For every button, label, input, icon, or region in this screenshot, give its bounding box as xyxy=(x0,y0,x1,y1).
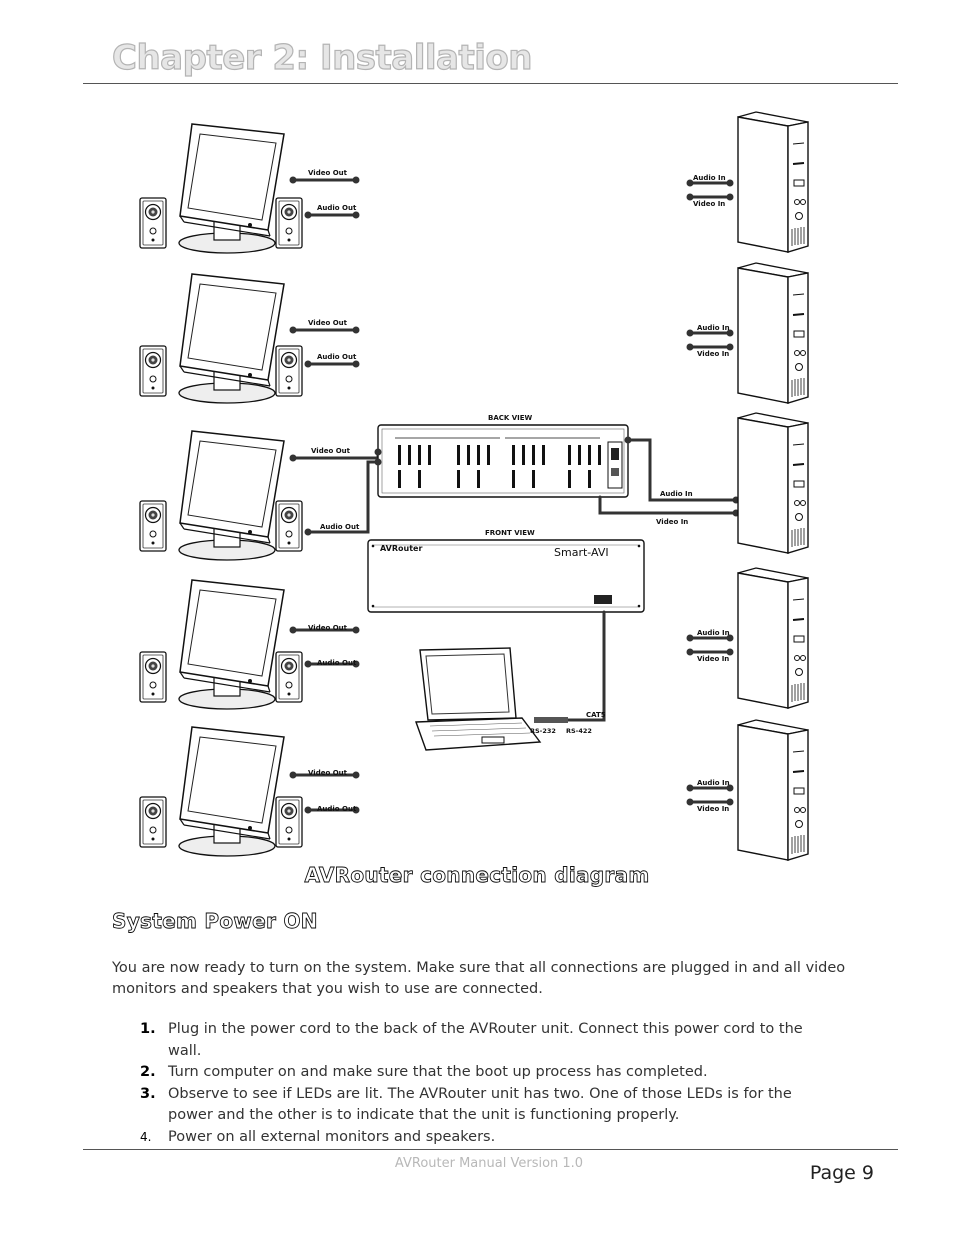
monitor-row-3 xyxy=(139,430,303,561)
avrouter-front-panel: FRONT VIEW AVRouter Smart-AVI xyxy=(367,529,645,613)
label-video-out-3: Video Out xyxy=(311,447,351,455)
list-item: 4. Power on all external monitors and sp… xyxy=(140,1127,830,1149)
avrouter-front-brand: AVRouter xyxy=(380,544,422,553)
page-number: Page 9 xyxy=(809,1162,874,1184)
label-audio-out-4: Audio Out xyxy=(317,659,357,667)
list-item: 3. Observe to see if LEDs are lit. The A… xyxy=(140,1084,830,1127)
label-video-in-3: Video In xyxy=(656,518,688,526)
label-front-view: FRONT VIEW xyxy=(485,529,535,537)
step-number: 1. xyxy=(140,1021,156,1037)
chapter-title: Chapter 2: Installation xyxy=(111,37,533,78)
diagram-caption: AVRouter connection diagram xyxy=(304,863,650,888)
label-video-out-5: Video Out xyxy=(308,769,348,777)
footer-divider xyxy=(83,1149,898,1150)
step-text: Plug in the power cord to the back of th… xyxy=(168,1021,803,1059)
label-audio-out-2: Audio Out xyxy=(317,353,357,361)
monitor-row-2 xyxy=(139,273,303,404)
label-video-out-1: Video Out xyxy=(308,169,348,177)
computer-tower-5 xyxy=(737,719,809,861)
label-audio-out-1: Audio Out xyxy=(317,204,357,212)
label-video-out-4: Video Out xyxy=(308,624,348,632)
label-rs232: RS-232 xyxy=(530,727,556,735)
footer-manual-version: AVRouter Manual Version 1.0 xyxy=(394,1156,584,1171)
list-item: 1. Plug in the power cord to the back of… xyxy=(140,1019,830,1062)
label-video-out-2: Video Out xyxy=(308,319,348,327)
label-back-view: BACK VIEW xyxy=(488,414,533,422)
label-rs422: RS-422 xyxy=(566,727,592,735)
intro-paragraph: You are now ready to turn on the system.… xyxy=(112,960,846,997)
label-video-in-2: Video In xyxy=(697,350,729,358)
computer-tower-3 xyxy=(737,412,809,554)
monitor-row-1 xyxy=(139,123,303,254)
computer-tower-4 xyxy=(737,567,809,709)
label-audio-out-5: Audio Out xyxy=(317,805,357,813)
monitor-row-5 xyxy=(139,726,303,857)
label-video-in-1: Video In xyxy=(693,200,725,208)
label-audio-in-5: Audio In xyxy=(697,779,730,787)
header-divider xyxy=(83,83,898,84)
computer-tower-1 xyxy=(737,111,809,253)
step-number: 3. xyxy=(140,1085,156,1102)
monitor-row-4 xyxy=(139,579,303,710)
smartavi-logo: Smart-AVI xyxy=(554,546,609,559)
connection-diagram: Video Out Audio Out Video Out Audio Out … xyxy=(139,111,809,861)
section-title: System Power ON xyxy=(112,909,318,934)
label-audio-in-2: Audio In xyxy=(697,324,730,332)
laptop xyxy=(415,647,542,751)
step-text: Power on all external monitors and speak… xyxy=(168,1128,496,1145)
label-audio-in-4: Audio In xyxy=(697,629,730,637)
step-text: Turn computer on and make sure that the … xyxy=(168,1064,708,1080)
label-audio-in-1: Audio In xyxy=(693,174,726,182)
step-number: 2. xyxy=(140,1064,156,1080)
label-video-in-5: Video In xyxy=(697,805,729,813)
computer-tower-2 xyxy=(737,262,809,404)
avrouter-back-panel: BACK VIEW xyxy=(377,414,629,498)
label-video-in-4: Video In xyxy=(697,655,729,663)
step-text: Observe to see if LEDs are lit. The AVRo… xyxy=(168,1085,792,1124)
list-item: 2. Turn computer on and make sure that t… xyxy=(140,1062,830,1084)
label-cat5: CAT5 xyxy=(586,711,606,719)
label-audio-in-3: Audio In xyxy=(660,490,693,498)
label-audio-out-3: Audio Out xyxy=(320,523,360,531)
steps-list: 1. Plug in the power cord to the back of… xyxy=(140,1019,830,1148)
step-number: 4. xyxy=(140,1129,152,1144)
